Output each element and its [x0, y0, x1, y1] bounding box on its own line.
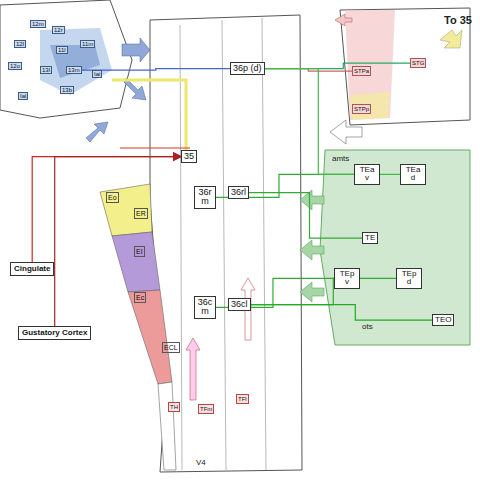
area-box: Gustatory Cortex — [18, 326, 91, 340]
area-box: Ec — [134, 292, 146, 303]
area-box: 12o — [8, 62, 22, 70]
area-box: 11l — [56, 46, 68, 54]
area-box: TEp d — [396, 268, 422, 289]
area-box: Ial — [18, 92, 28, 100]
projection-line — [249, 193, 362, 239]
area-box: TFm — [198, 404, 214, 414]
projection-line — [55, 157, 181, 326]
area-label: TEa d — [403, 166, 423, 183]
area-box: STG — [410, 58, 426, 68]
area-box: TH — [168, 402, 180, 412]
area-label: 36p (d) — [233, 64, 262, 73]
area-label: 12m — [32, 21, 44, 27]
area-label: TFm — [200, 406, 212, 412]
area-box: ECL — [162, 342, 180, 353]
area-label: TH — [170, 404, 178, 410]
area-box: 36rl — [228, 186, 249, 199]
region-label: V4 — [196, 458, 206, 467]
area-label: TE — [365, 234, 375, 242]
area-box: TEp v — [334, 268, 360, 289]
area-label: ECL — [164, 344, 178, 351]
area-box: STPa — [352, 66, 371, 76]
area-box: ER — [134, 208, 148, 219]
area-label: 36r m — [197, 188, 213, 207]
area-label: TEa v — [357, 166, 377, 183]
area-label: TEO — [435, 316, 451, 324]
area-box: 12l — [14, 40, 26, 48]
area-label: TEp v — [337, 270, 357, 287]
area-label: Ial — [20, 93, 26, 99]
region-label: To 35 — [444, 14, 472, 26]
area-label: 12l — [16, 41, 24, 47]
area-box: TFl — [236, 394, 249, 404]
area-label: TEp d — [399, 270, 419, 287]
area-box: TEa v — [354, 164, 380, 185]
projection-line — [82, 69, 230, 70]
area-box: TE — [362, 232, 378, 244]
area-box: STPp — [352, 104, 371, 114]
area-label: STPp — [354, 106, 369, 112]
projection-line — [251, 278, 397, 304]
area-box: 36cl — [228, 298, 251, 311]
area-box: 36p (d) — [230, 62, 265, 75]
area-label: Ec — [136, 294, 144, 301]
area-box: TEO — [432, 314, 454, 326]
area-label: 13m — [68, 67, 80, 73]
area-label: Cingulate — [14, 265, 50, 273]
area-label: 11m — [82, 41, 93, 47]
area-box: Cingulate — [10, 262, 54, 276]
area-box: 11m — [80, 40, 95, 48]
area-label: ER — [136, 210, 146, 217]
area-label: STG — [412, 60, 424, 66]
area-label: 11l — [58, 47, 66, 53]
area-label: 36cl — [231, 300, 248, 309]
area-box: 36r m — [194, 186, 216, 209]
area-label: 13l — [42, 67, 50, 73]
area-label: Gustatory Cortex — [22, 329, 87, 337]
area-label: STPa — [354, 68, 369, 74]
area-box: Iai — [92, 70, 102, 78]
projection-line — [265, 69, 353, 71]
area-label: 12r — [54, 27, 63, 33]
area-box: 12r — [52, 26, 65, 34]
area-label: 13b — [62, 87, 72, 93]
projection-line — [32, 157, 181, 262]
region-label: ots — [362, 322, 373, 331]
area-box: EI — [134, 246, 145, 257]
projection-line — [265, 63, 411, 69]
area-label: 36c m — [197, 298, 213, 317]
area-box: 13m — [66, 66, 82, 74]
region-label: amts — [332, 154, 349, 163]
area-box: 36c m — [194, 296, 216, 319]
area-box: 12m — [30, 20, 46, 28]
area-label: 35 — [184, 152, 194, 161]
area-label: Iai — [94, 71, 100, 77]
area-label: 12o — [10, 63, 20, 69]
area-box: 13l — [40, 66, 52, 74]
projection-line — [265, 69, 401, 175]
projection-line — [251, 305, 433, 321]
area-box: Eo — [106, 192, 119, 203]
area-label: EI — [136, 248, 143, 255]
area-box: TEa d — [400, 164, 426, 185]
area-label: 36rl — [231, 188, 246, 197]
area-box: 35 — [181, 150, 197, 163]
area-box: 13b — [60, 86, 74, 94]
area-label: TFl — [238, 396, 247, 402]
area-label: Eo — [108, 194, 117, 201]
